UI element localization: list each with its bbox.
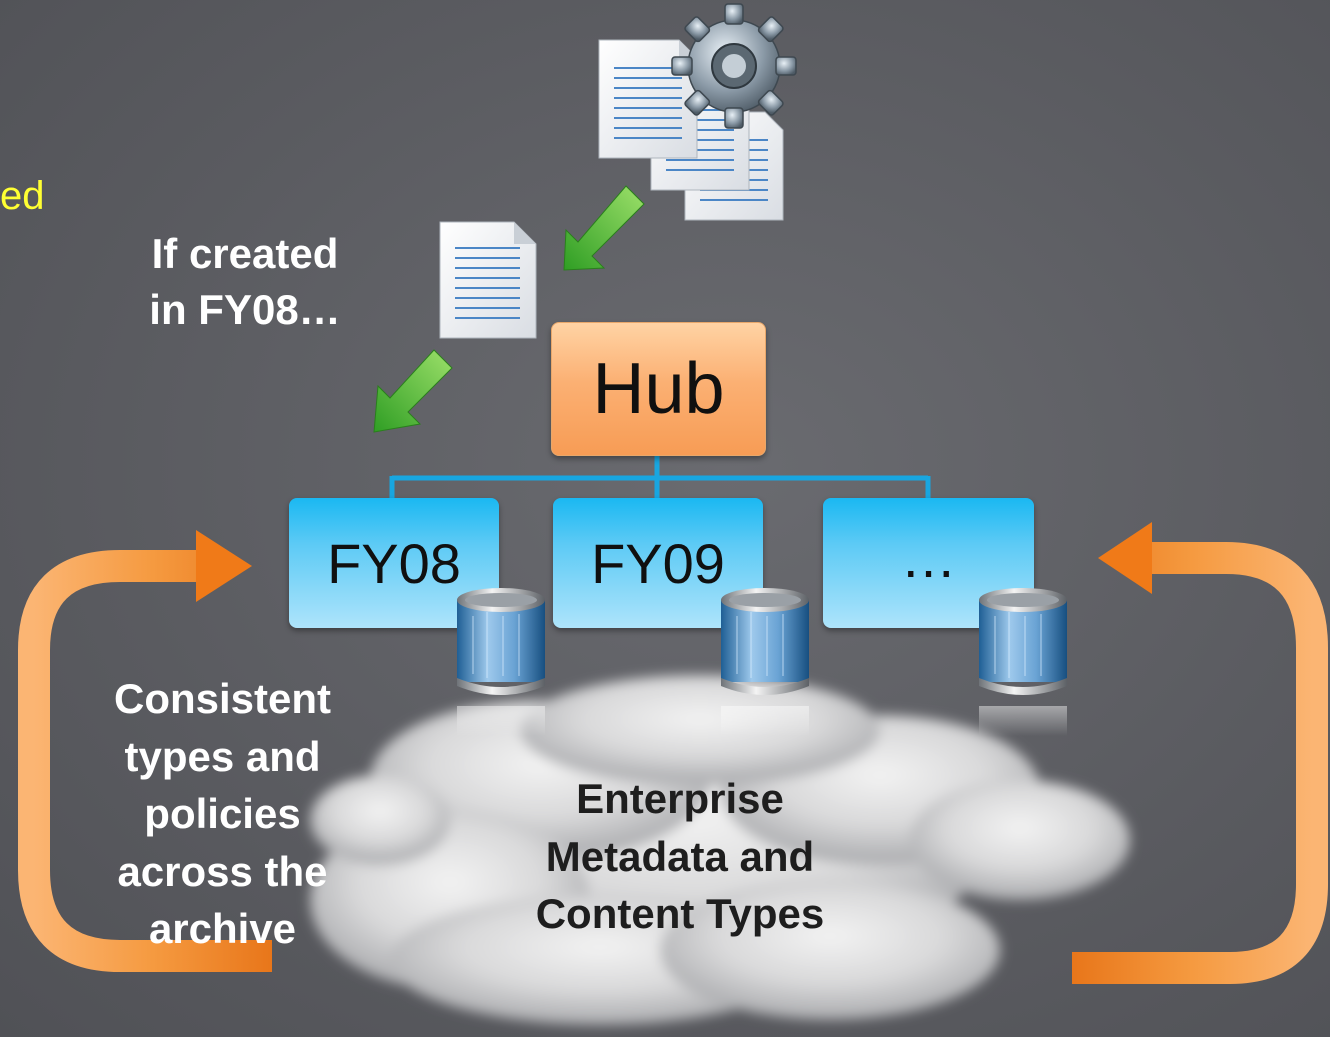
created-label-line: in FY08…: [149, 286, 341, 333]
consistent-label-line: policies: [144, 790, 301, 837]
database-icon: [979, 588, 1067, 736]
site-label-fy09: FY09: [591, 531, 725, 595]
database-icon: [457, 588, 545, 736]
created-in-fy08-label: If created in FY08…: [110, 226, 380, 338]
cycle-arrow-left-icon: [18, 530, 272, 972]
cloud-label-line: Metadata and: [545, 832, 815, 880]
cloud-label: Enterprise Metadata and Content Types: [480, 770, 880, 943]
cloud-label-line: Enterprise: [576, 775, 784, 822]
consistent-label-line: archive: [148, 905, 297, 952]
site-label-more: …: [900, 525, 957, 589]
database-icon: [721, 588, 809, 736]
down-left-arrow-icon: [373, 349, 453, 433]
partial-bullet-text: ed: [0, 174, 45, 218]
document-stack-icon: [598, 39, 784, 221]
cloud-label-line: Content Types: [535, 890, 825, 937]
consistent-label-line: Consistent: [113, 675, 331, 722]
cycle-arrow-right-icon: [1072, 522, 1328, 984]
document-icon: [439, 221, 537, 339]
hub-label: Hub: [592, 349, 725, 429]
created-label-line: If created: [151, 230, 339, 277]
site-label-fy08: FY08: [327, 531, 461, 595]
consistent-label-line: across the: [117, 847, 328, 895]
gear-icon: [671, 3, 797, 129]
consistent-types-label: Consistent types and policies across the…: [70, 670, 375, 958]
consistent-label-line: types and: [124, 732, 321, 780]
down-left-arrow-icon: [563, 185, 645, 271]
hub-box: Hub: [551, 322, 766, 456]
